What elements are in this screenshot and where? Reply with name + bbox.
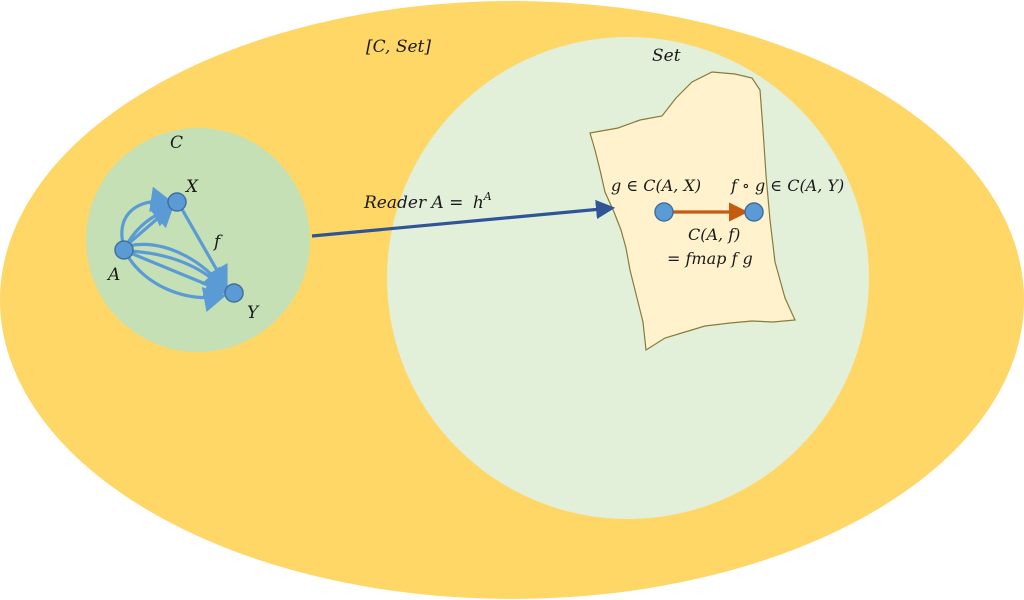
functor-superscript: A <box>483 190 492 203</box>
morphism-arrows <box>120 186 228 313</box>
morphism-a-to-y-arc-2 <box>125 253 227 313</box>
hom-map-label: C(A, f) <box>688 225 740 244</box>
element-g-label: g ∈ C(A, X) <box>611 176 701 195</box>
fmap-label: = fmap f g <box>667 249 753 268</box>
morphism-f-label: f <box>212 232 223 252</box>
reader-functor-arrow <box>311 199 616 238</box>
functor-label: Reader A = hA <box>363 190 492 213</box>
element-fg-label: f ∘ g ∈ C(A, Y) <box>730 176 844 195</box>
set-label: Set <box>652 46 681 66</box>
element-fg-node <box>744 202 764 222</box>
object-x-label: X <box>184 177 199 197</box>
functor-name: Reader A = <box>363 193 469 213</box>
morphism-a-to-x-straight <box>126 203 175 246</box>
object-a-label: A <box>106 265 120 285</box>
object-y-node <box>224 283 244 303</box>
element-g-node <box>654 202 674 222</box>
morphism-a-to-x-arc-1 <box>120 186 174 249</box>
functor-category-label: [C, Set] <box>366 37 431 57</box>
category-c-label: C <box>170 133 183 153</box>
object-a-node <box>114 240 134 260</box>
functor-h: h <box>473 193 484 213</box>
object-x-node <box>167 192 187 212</box>
set-category-region <box>387 37 869 519</box>
morphism-a-to-y-arc-3 <box>126 242 227 293</box>
object-y-label: Y <box>247 303 260 323</box>
